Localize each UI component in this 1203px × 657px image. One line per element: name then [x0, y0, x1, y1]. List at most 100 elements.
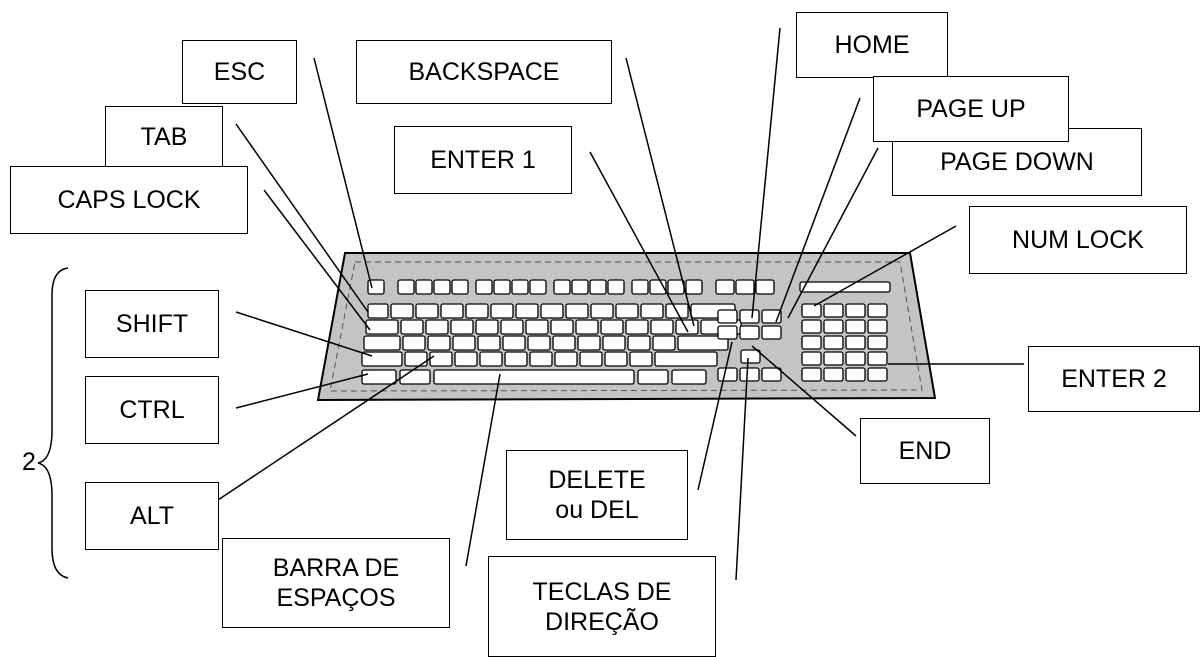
key-character — [477, 335, 501, 351]
key-character — [415, 303, 439, 319]
key-character — [540, 303, 564, 319]
key-character — [400, 319, 424, 335]
label-backspace: BACKSPACE — [356, 40, 612, 104]
key-character — [629, 351, 653, 367]
key-function — [433, 279, 451, 295]
key-character — [565, 303, 589, 319]
key-navigation — [717, 309, 738, 324]
key-character — [579, 351, 603, 367]
leader-line — [775, 97, 861, 323]
key-indicator-panel — [799, 281, 891, 293]
key-character — [515, 303, 539, 319]
key-numpad — [867, 335, 888, 350]
key-numpad — [801, 335, 822, 350]
label-ctrl: CTRL — [85, 376, 219, 444]
leader-line — [235, 373, 369, 409]
key-backtick — [367, 303, 389, 319]
key-function — [529, 279, 547, 295]
key-numpad — [823, 335, 844, 350]
key-numpad — [845, 303, 866, 318]
key-character — [675, 319, 699, 335]
key-character — [577, 335, 601, 351]
label-shift: SHIFT — [85, 290, 219, 358]
key-arrow-up — [740, 349, 761, 364]
leader-line — [697, 341, 733, 491]
key-arrow — [717, 367, 738, 382]
key-numpad — [823, 303, 844, 318]
key-numpad — [823, 367, 844, 382]
key-grid — [361, 279, 891, 385]
label-tab: TAB — [105, 106, 223, 168]
label-home: HOME — [796, 12, 948, 78]
key-character — [452, 335, 476, 351]
label-num-lock: NUM LOCK — [969, 206, 1187, 274]
key-character — [500, 319, 524, 335]
key-character — [527, 335, 551, 351]
key-character — [550, 319, 574, 335]
key-numpad — [845, 335, 866, 350]
key-numpad — [823, 351, 844, 366]
key-character — [504, 351, 528, 367]
key-character — [479, 351, 503, 367]
key-character — [650, 319, 674, 335]
key-navigation — [739, 325, 760, 340]
key-character — [575, 319, 599, 335]
key-character — [615, 303, 639, 319]
key-numpad — [801, 351, 822, 366]
key-character — [552, 335, 576, 351]
key-character — [529, 351, 553, 367]
key-function — [415, 279, 433, 295]
label-enter-2: ENTER 2 — [1028, 346, 1200, 412]
key-character — [640, 303, 664, 319]
label-spacebar: BARRA DE ESPAÇOS — [222, 538, 450, 628]
leader-line — [751, 345, 857, 437]
leader-line — [465, 373, 501, 567]
label-arrows: TECLAS DE DIREÇÃO — [488, 556, 716, 657]
key-navigation — [739, 309, 760, 324]
key-character — [627, 335, 651, 351]
key-function — [451, 279, 469, 295]
key-function — [493, 279, 511, 295]
key-character — [440, 303, 464, 319]
key-character — [600, 319, 624, 335]
key-function — [511, 279, 529, 295]
key-character — [429, 351, 453, 367]
leader-line — [813, 225, 957, 307]
leader-line — [625, 57, 695, 327]
key-character — [454, 351, 478, 367]
key-num-lock — [801, 303, 822, 318]
key-function — [685, 279, 703, 295]
key-function-extra — [735, 279, 755, 295]
key-alt-left — [399, 369, 431, 385]
key-function — [607, 279, 625, 295]
leader-line — [751, 27, 781, 319]
label-page-up: PAGE UP — [873, 76, 1069, 142]
key-numpad — [801, 367, 822, 382]
key-character — [425, 319, 449, 335]
key-function — [631, 279, 649, 295]
key-character — [450, 319, 474, 335]
key-function — [667, 279, 685, 295]
key-numpad — [801, 319, 822, 334]
key-function — [553, 279, 571, 295]
key-function-extra — [755, 279, 775, 295]
key-ctrl-left — [361, 369, 397, 385]
label-alt: ALT — [85, 482, 219, 550]
key-function — [571, 279, 589, 295]
key-numpad — [867, 351, 888, 366]
key-right-shift — [654, 351, 718, 367]
group-brace — [37, 267, 69, 579]
key-numpad — [867, 319, 888, 334]
key-numpad — [867, 303, 888, 318]
key-numpad — [845, 367, 866, 382]
leader-line — [235, 311, 373, 357]
key-character — [404, 351, 428, 367]
key-esc — [367, 279, 385, 295]
label-enter-1: ENTER 1 — [394, 126, 572, 194]
key-caps-lock — [363, 335, 401, 351]
key-character — [602, 335, 626, 351]
label-esc: ESC — [182, 40, 297, 104]
key-character — [625, 319, 649, 335]
